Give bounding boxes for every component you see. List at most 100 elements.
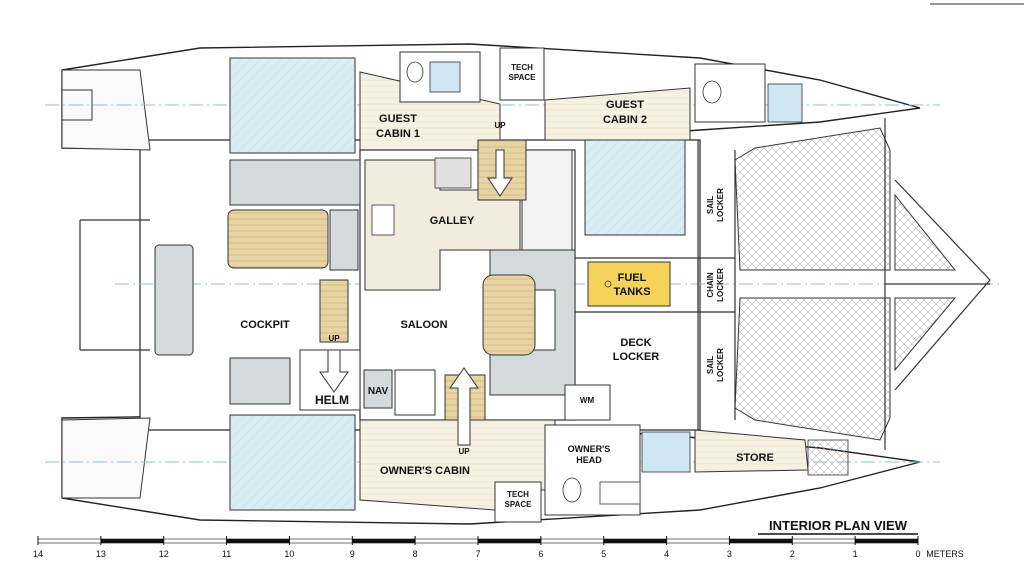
owners-shower-tray: [641, 431, 691, 473]
scale-tick-label: 4: [664, 549, 669, 559]
saloon-table: [482, 274, 536, 356]
label-tech-space-top-line1: TECH: [511, 63, 533, 72]
scale-tick-label: 1: [853, 549, 858, 559]
toilet-icon-1: [406, 61, 424, 83]
label-galley-up: UP: [494, 121, 506, 130]
cockpit-aft-seat: [154, 244, 194, 356]
scale-segment: [666, 538, 730, 544]
forward-crossbeam: [884, 118, 991, 450]
label-chain-locker-line2: LOCKER: [716, 268, 725, 302]
label-tech-space-bottom-line2: SPACE: [505, 500, 533, 509]
bow-net-top: [894, 193, 957, 271]
label-fuel-tanks-line2: TANKS: [613, 286, 650, 298]
nav-station: [363, 369, 393, 409]
arrow-galley-down: [487, 149, 513, 197]
guest-cabin-2-floor: [544, 87, 691, 141]
scale-segment: [100, 538, 165, 544]
label-sail-locker-bottom-line2: LOCKER: [716, 348, 725, 382]
scale-segment: [854, 538, 919, 544]
scale-tick-label: 14: [33, 549, 43, 559]
label-galley: GALLEY: [430, 215, 475, 227]
label-chain-locker-line1: CHAIN: [706, 272, 715, 298]
stair-arrows: UP UP UP: [319, 121, 513, 456]
label-guest-cabin-1-line1: GUEST: [379, 113, 417, 125]
scale-tick-label: 12: [159, 549, 169, 559]
scale-tick-label: 2: [790, 549, 795, 559]
scale-segment: [791, 538, 856, 544]
label-owners-head-line2: HEAD: [576, 455, 602, 465]
cockpit-bench-top: [229, 159, 361, 206]
scale-segment: [37, 538, 102, 544]
transom-steps-top: [61, 69, 151, 151]
scale-tick-label: 11: [222, 549, 231, 559]
scale-segment: [289, 538, 353, 544]
scale-segment: [540, 538, 605, 544]
label-sail-locker-bottom-line1: SAIL: [706, 356, 715, 374]
scale-tick-label: 8: [413, 549, 418, 559]
label-cockpit: COCKPIT: [240, 319, 290, 331]
aft-bunk-bottom: [229, 414, 356, 511]
label-sail-locker-top-line1: SAIL: [706, 196, 715, 214]
owners-vanity: [599, 481, 641, 505]
cockpit-crossbar: [79, 219, 150, 351]
scale-tick-label: 7: [475, 549, 480, 559]
scale-segment: [351, 538, 416, 544]
scale-segment: [414, 538, 479, 544]
label-guest-cabin-2-line2: CABIN 2: [603, 114, 647, 126]
label-wm: WM: [580, 396, 595, 405]
label-fuel-tanks-line1: FUEL: [618, 272, 647, 284]
scale-segment: [226, 538, 290, 544]
toilet-icon-3: [562, 477, 582, 503]
label-cockpit-up: UP: [328, 334, 340, 343]
arrow-cockpit-down: [319, 349, 349, 393]
label-store: STORE: [736, 452, 774, 464]
label-owners-cabin: OWNER'S CABIN: [380, 465, 470, 477]
swim-ladder: [61, 89, 93, 121]
scale-tick-label: 3: [727, 549, 732, 559]
owners-head-area: [544, 424, 641, 516]
label-deck-locker-line2: LOCKER: [613, 351, 660, 363]
label-tech-space-top-line2: SPACE: [509, 73, 537, 82]
nav-chart-table: [394, 369, 436, 416]
guest-cabin-2-bunk: [584, 139, 686, 236]
plan-title: INTERIOR PLAN VIEW: [769, 518, 908, 533]
label-guest-cabin-1-line2: CABIN 1: [376, 128, 420, 140]
tech-space-bottom-box: [494, 481, 542, 523]
transom-steps-bottom: [61, 417, 151, 499]
fuel-tanks-area: [587, 261, 671, 307]
bow-locker-bottom: [807, 439, 849, 476]
shower-tray-1: [429, 61, 461, 93]
label-guest-cabin-2-line1: GUEST: [606, 99, 644, 111]
stove-icon: [434, 157, 472, 189]
label-owners-up: UP: [458, 447, 470, 456]
scale-segment: [603, 538, 667, 544]
scale-tick-label: 9: [350, 549, 355, 559]
label-owners-head-line1: OWNER'S: [568, 444, 611, 454]
galley-fridge: [521, 149, 573, 251]
aft-bunk-top: [229, 57, 356, 154]
scale-segment: [477, 538, 542, 544]
label-tech-space-bottom-line1: TECH: [507, 490, 529, 499]
cockpit-bench-side: [329, 209, 359, 271]
bow-net-bottom: [894, 297, 957, 372]
fuel-filler-icon: [604, 280, 612, 288]
label-sail-locker-top-line2: LOCKER: [716, 188, 725, 222]
scale-tick-label: 0: [915, 549, 920, 559]
forward-trampoline-bottom: [734, 297, 891, 441]
arrow-owners-up: [449, 367, 479, 446]
label-nav: NAV: [368, 386, 389, 397]
scale-unit: METERS: [926, 549, 964, 559]
washing-machine-box: [564, 384, 611, 421]
sink-icon: [371, 204, 395, 236]
label-saloon: SALOON: [400, 319, 447, 331]
cockpit-table: [227, 209, 329, 269]
forward-trampoline-top: [734, 127, 891, 271]
scale-tick-label: 10: [284, 549, 294, 559]
scale-tick-label: 13: [96, 549, 106, 559]
tech-space-top-box: [499, 47, 545, 101]
store-floor: [694, 429, 809, 473]
scale-tick-label: 5: [601, 549, 606, 559]
cockpit-ladder: [319, 279, 349, 343]
